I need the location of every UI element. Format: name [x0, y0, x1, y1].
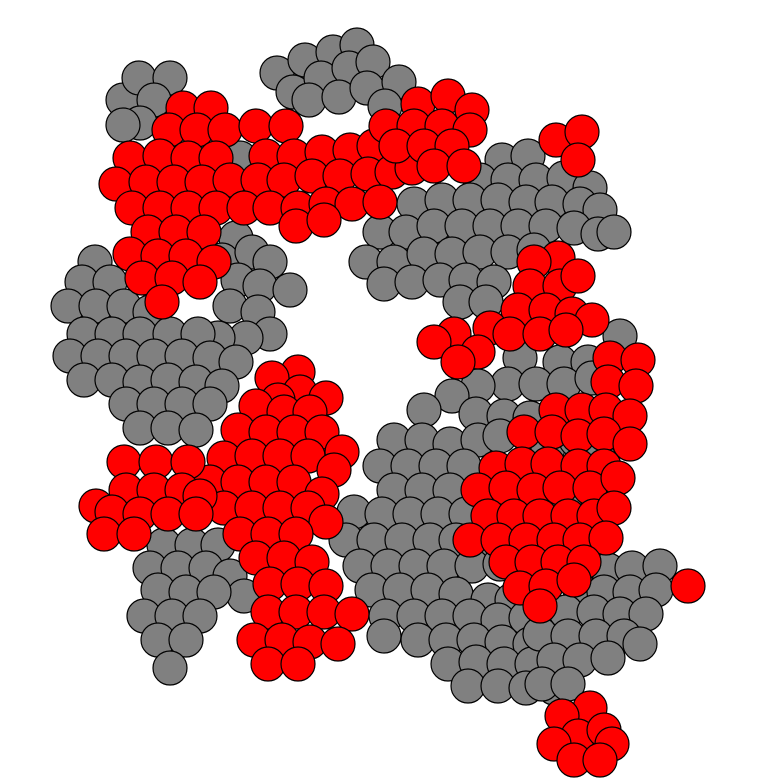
gray-disk	[168, 622, 204, 658]
red-disk	[362, 184, 398, 220]
red-disk	[280, 646, 316, 682]
red-disk	[596, 490, 632, 526]
red-disk	[268, 108, 304, 144]
red-disk	[440, 344, 476, 380]
red-disk	[238, 108, 274, 144]
red-disk	[600, 460, 636, 496]
red-disk	[670, 568, 706, 604]
red-disk	[492, 316, 528, 352]
red-disk	[182, 264, 218, 300]
gray-disk	[406, 392, 442, 428]
red-disk	[446, 148, 482, 184]
gray-disk	[590, 640, 626, 676]
gray-disk	[366, 618, 402, 654]
red-disk	[612, 426, 648, 462]
red-disk	[86, 516, 122, 552]
gray-disk	[291, 82, 327, 118]
red-disk	[582, 742, 618, 778]
gray-disk	[105, 107, 141, 143]
gray-disk	[450, 668, 486, 704]
red-disk	[556, 562, 592, 598]
red-disk	[306, 202, 342, 238]
red-disk	[308, 504, 344, 540]
gray-disk	[622, 626, 658, 662]
red-disk	[560, 142, 596, 178]
red-disk	[618, 368, 654, 404]
red-disk	[250, 646, 286, 682]
red-disk	[178, 496, 214, 532]
gray-disk	[178, 412, 214, 448]
red-disk	[416, 148, 452, 184]
red-disk	[548, 312, 584, 348]
gray-disk	[152, 650, 188, 686]
red-disk	[588, 520, 624, 556]
red-disk	[116, 516, 152, 552]
gray-disk	[596, 214, 632, 250]
red-disk	[144, 284, 180, 320]
gray-disk	[434, 378, 470, 414]
gray-disk	[272, 272, 308, 308]
gray-disk-layer	[50, 27, 678, 706]
red-disk	[416, 324, 452, 360]
red-disk	[522, 588, 558, 624]
red-disk	[560, 258, 596, 294]
red-disk	[320, 626, 356, 662]
red-disk-layer	[78, 78, 706, 778]
red-disk	[334, 596, 370, 632]
